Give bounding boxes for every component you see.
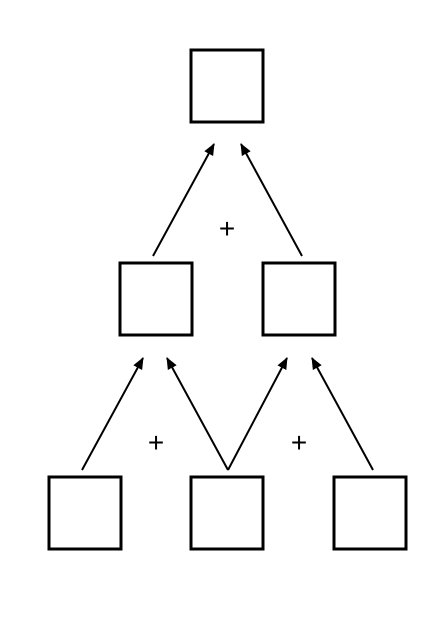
arrow-middle-right-to-top xyxy=(240,143,303,257)
pyramid-box-middle-left xyxy=(118,261,194,337)
plus-sign-top: + xyxy=(219,213,235,244)
arrow-bottom-right-to-middle-right xyxy=(311,357,374,471)
plus-sign-middle-left: + xyxy=(148,427,164,458)
arrow-bottom-center-to-middle-right xyxy=(227,357,288,471)
pyramid-box-bottom-center xyxy=(189,475,265,551)
pyramid-box-top xyxy=(189,48,265,124)
pyramid-box-middle-right xyxy=(261,261,337,337)
arrow-bottom-center-to-middle-left xyxy=(166,357,229,471)
pyramid-box-bottom-right xyxy=(332,475,408,551)
arrow-middle-left-to-top xyxy=(152,143,215,257)
pyramid-box-bottom-left xyxy=(47,475,123,551)
plus-sign-middle-right: + xyxy=(291,427,307,458)
arrow-bottom-left-to-middle-left xyxy=(81,357,144,471)
